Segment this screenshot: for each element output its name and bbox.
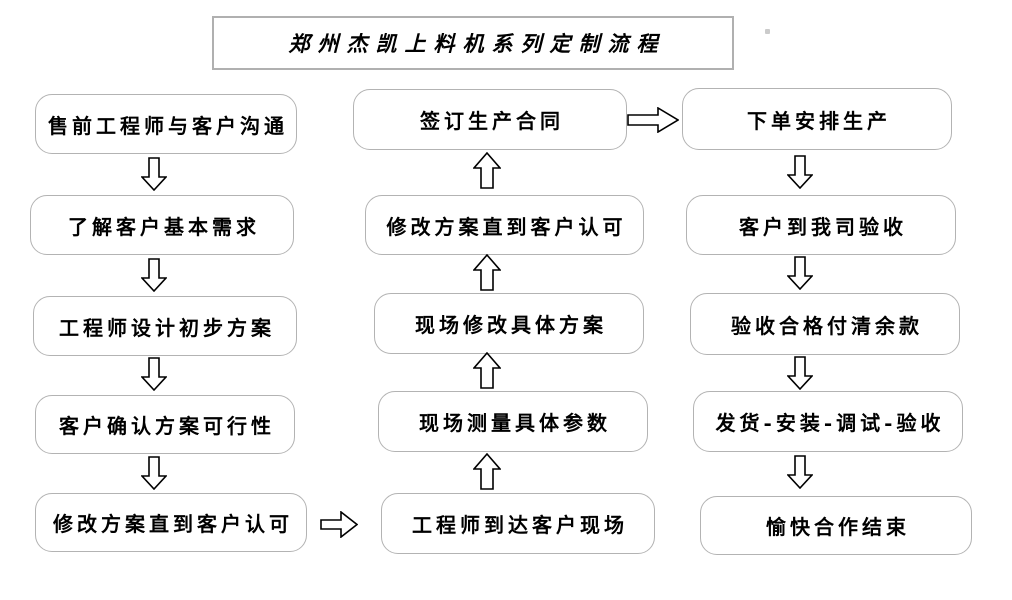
flow-step-label: 了解客户基本需求 [68,214,260,239]
flow-step-label: 愉快合作结束 [766,515,910,539]
flow-step-label: 现场修改具体方案 [415,313,607,337]
arrow-down-icon [140,456,168,491]
arrow-right-icon [320,510,359,539]
arrow-down-icon [140,258,168,293]
arrow-down-icon [786,155,814,190]
flow-step-label: 修改方案直到客户认可 [53,512,293,536]
stray-dot [765,29,770,34]
flow-step-sign-contract: 签订生产合同 [353,89,627,150]
flow-step-revise-until-approved-2: 修改方案直到客户认可 [365,195,644,255]
flow-step-presale-communication: 售前工程师与客户沟通 [35,94,297,154]
arrow-down-icon [786,356,814,391]
flow-step-label: 客户确认方案可行性 [59,414,275,438]
flow-step-ship-install-debug-accept: 发货-安装-调试-验收 [693,391,963,452]
flow-step-revise-until-approved-1: 修改方案直到客户认可 [35,493,307,552]
flow-step-initial-design: 工程师设计初步方案 [33,296,297,356]
diagram-title: 郑州杰凯上料机系列定制流程 [288,31,666,56]
flow-step-label: 工程师到达客户现场 [412,513,628,537]
flow-step-happy-cooperation-end: 愉快合作结束 [700,496,972,555]
flow-step-label: 现场测量具体参数 [419,411,611,435]
flow-step-label: 验收合格付清余款 [731,313,923,338]
arrow-down-icon [140,157,168,192]
arrow-up-icon [472,253,502,291]
flow-step-understand-needs: 了解客户基本需求 [30,195,294,255]
flow-step-label: 下单安排生产 [747,108,891,133]
diagram-title-box: 郑州杰凯上料机系列定制流程 [212,16,734,70]
flow-step-label: 修改方案直到客户认可 [386,214,627,239]
flow-step-label: 发货-安装-调试-验收 [715,411,945,435]
arrow-right-icon [627,106,680,134]
arrow-up-icon [472,452,502,490]
flow-step-label: 售前工程师与客户沟通 [48,113,288,138]
flow-step-onsite-revise-plan: 现场修改具体方案 [374,293,644,354]
arrow-down-icon [140,357,168,392]
flow-step-place-order-production: 下单安排生产 [682,88,952,150]
arrow-down-icon [786,256,814,291]
flow-step-onsite-measure-params: 现场测量具体参数 [378,391,648,452]
arrow-up-icon [472,151,502,189]
flow-step-confirm-feasibility: 客户确认方案可行性 [35,395,295,454]
flow-step-pay-balance: 验收合格付清余款 [690,293,960,355]
flow-step-label: 工程师设计初步方案 [59,315,275,340]
arrow-down-icon [786,455,814,490]
flow-step-customer-inspection: 客户到我司验收 [686,195,956,255]
arrow-up-icon [472,351,502,389]
flow-step-engineer-arrives-site: 工程师到达客户现场 [381,493,655,554]
flow-step-label: 客户到我司验收 [739,214,907,239]
flow-step-label: 签订生产合同 [420,109,564,133]
